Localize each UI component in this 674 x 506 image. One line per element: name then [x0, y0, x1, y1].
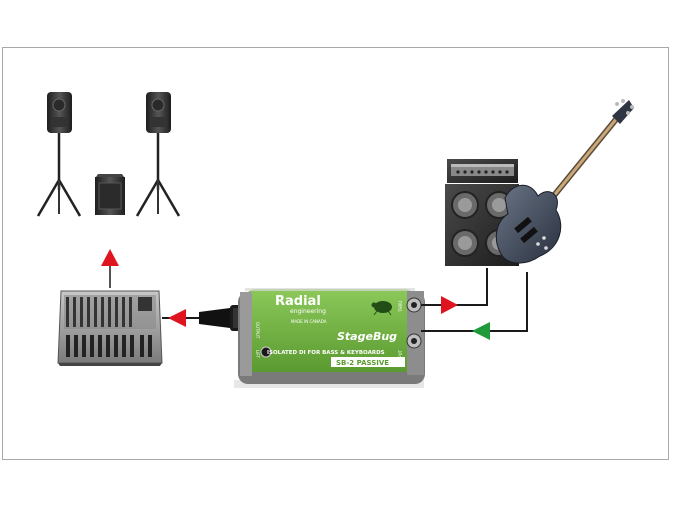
brand-sub-label: engineering — [290, 308, 326, 315]
input-jack-label: INPUT — [398, 349, 403, 362]
signal-arrow-right-red — [441, 296, 458, 314]
brand-label: Radial — [275, 294, 321, 309]
tagline-label: ISOLATED DI FOR BASS & KEYBOARDS — [267, 350, 385, 356]
bass-guitar — [495, 99, 634, 264]
lift-switch-label: LIFT — [255, 350, 260, 359]
bass-guitar-icon — [495, 99, 634, 264]
made-in-label: MADE IN CANADA — [291, 319, 327, 324]
bug-logo-icon — [371, 301, 392, 316]
cable-guitar-to-di — [421, 272, 528, 332]
subwoofer — [95, 174, 125, 215]
model-code-label: SB-2 PASSIVE — [336, 359, 389, 367]
model-name-label: StageBug — [337, 330, 397, 343]
mixer — [57, 290, 163, 366]
pa-speaker-icon — [135, 92, 181, 217]
bass-amp-icon — [445, 159, 519, 266]
mixer-icon — [57, 290, 163, 366]
output-jack-label: OUTPUT — [255, 322, 260, 339]
pa-speaker-icon — [36, 92, 82, 217]
model-code-plate — [331, 357, 405, 367]
pa-speaker-right — [135, 92, 181, 217]
stagebug-di-box: Radial engineering MADE IN CANADA StageB… — [234, 288, 425, 388]
diagram-frame — [2, 47, 669, 460]
thru-jack-label: THRU — [398, 301, 403, 313]
subwoofer-icon — [95, 174, 125, 215]
cable-di-to-amp — [421, 268, 488, 306]
signal-arrow-left-green — [472, 322, 490, 340]
bass-amp — [445, 159, 519, 266]
signal-arrow-up-red — [101, 249, 119, 266]
pa-speaker-left — [36, 92, 82, 217]
signal-arrow-left-red — [168, 309, 186, 327]
